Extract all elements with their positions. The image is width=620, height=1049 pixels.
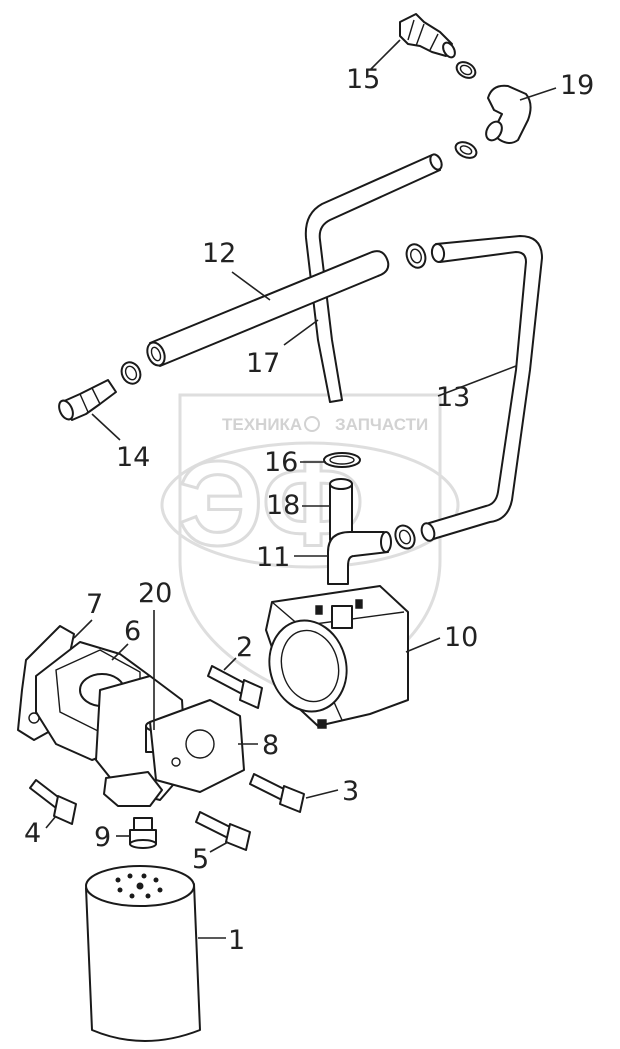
part-16-clamp	[323, 452, 361, 468]
watermark-top-text: ТЕХНИКА	[222, 415, 302, 434]
label-part-16: 16	[264, 447, 298, 478]
part-13-hose	[420, 235, 543, 542]
part-15-fitting	[399, 13, 456, 59]
part-clamp-14	[120, 361, 142, 385]
label-part-4: 4	[24, 818, 41, 849]
part-19-elbow-hose	[485, 84, 532, 144]
part-clamp-12-right	[405, 243, 427, 269]
part-clamp-upper	[455, 61, 477, 79]
label-part-20: 20	[138, 578, 172, 609]
label-part-19: 19	[560, 70, 594, 101]
part-11-elbow	[327, 531, 392, 585]
part-2-bolt	[207, 665, 263, 709]
label-part-14: 14	[116, 442, 150, 473]
part-8-mount-plate	[149, 699, 245, 793]
label-part-3: 3	[342, 776, 359, 807]
part-10-oil-cooler	[265, 585, 409, 729]
part-14-fitting	[58, 379, 117, 421]
part-5-bolt	[195, 811, 251, 851]
part-9-nipple	[129, 817, 157, 849]
part-3-bolt	[249, 773, 305, 813]
watermark-top-text-right: ЗАПЧАСТИ	[335, 415, 428, 434]
watermark-ellipse	[160, 441, 460, 569]
label-part-7: 7	[86, 589, 103, 620]
label-part-10: 10	[444, 622, 478, 653]
label-part-5: 5	[192, 844, 209, 875]
label-part-15: 15	[346, 64, 380, 95]
label-part-13: 13	[436, 382, 470, 413]
part-filter-head-base	[103, 771, 163, 807]
label-part-12: 12	[202, 238, 236, 269]
part-18-hose	[329, 478, 353, 541]
label-part-8: 8	[262, 730, 279, 761]
label-part-1: 1	[228, 925, 245, 956]
leader-lines	[45, 39, 557, 939]
part-4-bolt	[29, 779, 77, 825]
part-clamp-middle	[454, 141, 478, 159]
label-part-18: 18	[266, 490, 300, 521]
label-part-2: 2	[236, 632, 253, 663]
label-part-11: 11	[256, 542, 290, 573]
label-part-9: 9	[94, 822, 111, 853]
part-clamp-13-lower	[394, 524, 416, 550]
part-number-labels: 1 2 3 4 5 6 7 8 9 10 11 12 13 14 15 16 1…	[24, 64, 594, 956]
part-12-hose	[146, 250, 390, 367]
part-1-oil-filter	[85, 865, 201, 1042]
label-part-6: 6	[124, 616, 141, 647]
part-17-hose	[304, 153, 443, 403]
watermark-gear-icon	[304, 416, 320, 432]
filter-holes	[115, 873, 163, 899]
label-part-17: 17	[246, 348, 280, 379]
